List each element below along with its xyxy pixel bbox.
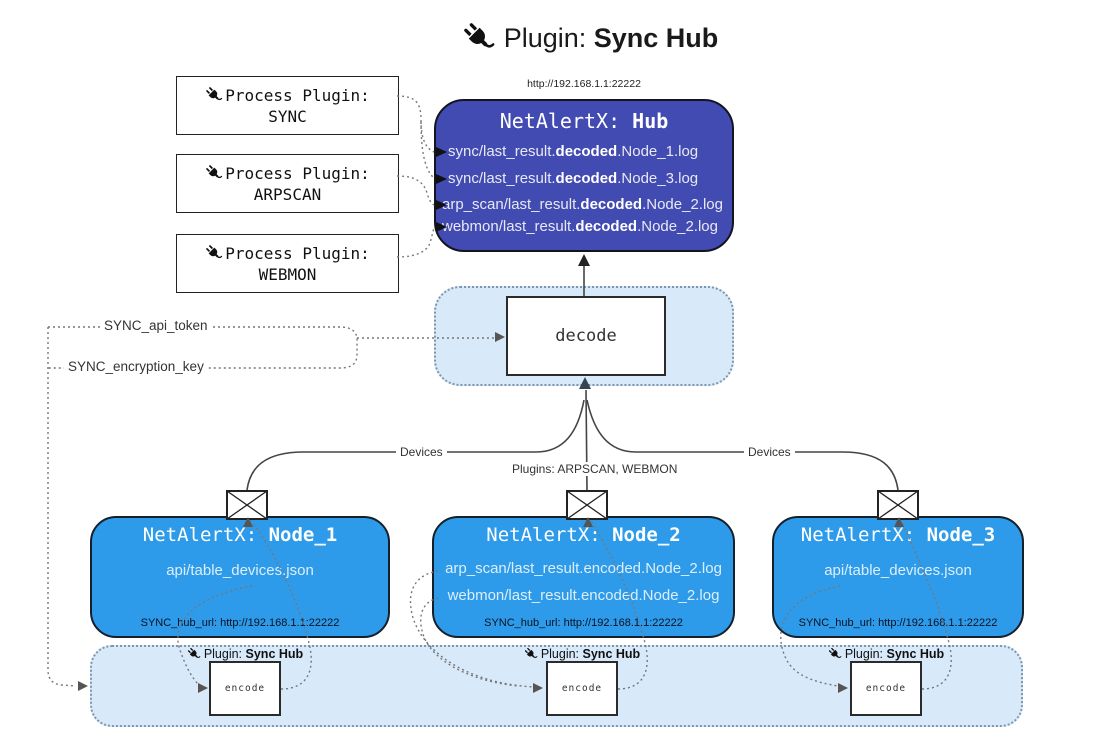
devices-edge-label-right: Devices (744, 445, 795, 459)
process-plugin-label: Process Plugin: (225, 243, 370, 263)
node-title: NetAlertX: Node_2 (486, 524, 681, 546)
sync-api-token-label: SYNC_api_token (100, 318, 212, 333)
plug-icon (205, 164, 224, 182)
encoder-plugin-label: Plugin: Sync Hub (185, 646, 305, 662)
devices-edge-label-left: Devices (396, 445, 447, 459)
encode-box: encode (546, 661, 618, 716)
edge-sync-to-row2 (420, 121, 435, 179)
process-plugin-box-webmon: Process Plugin: WEBMON (176, 234, 399, 293)
hub-log-row: sync/last_result.decoded.Node_3.log (448, 170, 699, 187)
node-file-line: api/table_devices.json (824, 562, 972, 579)
envelope-icon (226, 490, 268, 520)
node-file-line: api/table_devices.json (166, 562, 314, 579)
node-file-line: arp_scan/last_result.encoded.Node_2.log (445, 560, 722, 577)
arrowhead-into-hub (578, 254, 590, 266)
encode-box: encode (850, 661, 922, 716)
plug-icon (827, 647, 842, 661)
envelope-icon (566, 490, 608, 520)
hub-title: NetAlertX: Hub (499, 109, 669, 133)
process-plugin-box-sync: Process Plugin: SYNC (176, 76, 399, 135)
process-plugin-label: Process Plugin: (225, 163, 370, 183)
process-plugin-box-arpscan: Process Plugin: ARPSCAN (176, 154, 399, 213)
page-title: Plugin: Sync Hub (430, 16, 750, 60)
encode-box: encode (209, 661, 281, 716)
sync-encryption-key-label: SYNC_encryption_key (64, 359, 208, 374)
hub-log-row: sync/last_result.decoded.Node_1.log (448, 143, 699, 160)
node-file-line: webmon/last_result.encoded.Node_2.log (447, 587, 720, 604)
edge-sync-to-row1 (396, 95, 435, 153)
title-text: Plugin: (503, 22, 594, 53)
plug-icon (205, 86, 224, 104)
plug-icon (205, 244, 224, 262)
dotted-arrowheads (78, 332, 904, 693)
plugins-edge-label: Plugins: ARPSCAN, WEBMON (508, 462, 682, 476)
edge-secrets-to-encode-panel (47, 327, 77, 687)
edge-node3-to-decode (586, 399, 899, 491)
process-plugin-name: SYNC (268, 106, 307, 126)
hub-log-row: webmon/last_result.decoded.Node_2.log (442, 218, 718, 235)
edge-arpscan-to-row3 (396, 175, 435, 206)
hub-node-box (434, 99, 734, 252)
encoder-plugin-label: Plugin: Sync Hub (522, 646, 642, 662)
decode-box: decode (506, 296, 666, 376)
node-title: NetAlertX: Node_1 (142, 524, 338, 546)
plug-icon (523, 647, 538, 661)
hub-log-row: arp_scan/last_result.decoded.Node_2.log (442, 196, 723, 213)
node-hub-url: SYNC_hub_url: http://192.168.1.1:22222 (484, 617, 683, 629)
process-plugin-label: Process Plugin: (225, 85, 370, 105)
process-plugin-name: WEBMON (258, 264, 317, 284)
process-plugin-name: ARPSCAN (253, 184, 322, 204)
envelope-icon (877, 490, 919, 520)
node-hub-url: SYNC_hub_url: http://192.168.1.1:22222 (140, 617, 340, 629)
hub-url-label: http://192.168.1.1:22222 (527, 78, 641, 90)
node-hub-url: SYNC_hub_url: http://192.168.1.1:22222 (798, 617, 998, 629)
edge-webmon-to-row4 (396, 227, 435, 258)
plug-icon (186, 647, 201, 661)
node-title: NetAlertX: Node_3 (800, 524, 996, 546)
title-bold: Sync Hub (593, 22, 719, 53)
encoder-plugin-label: Plugin: Sync Hub (826, 646, 946, 662)
plug-icon (461, 21, 496, 55)
